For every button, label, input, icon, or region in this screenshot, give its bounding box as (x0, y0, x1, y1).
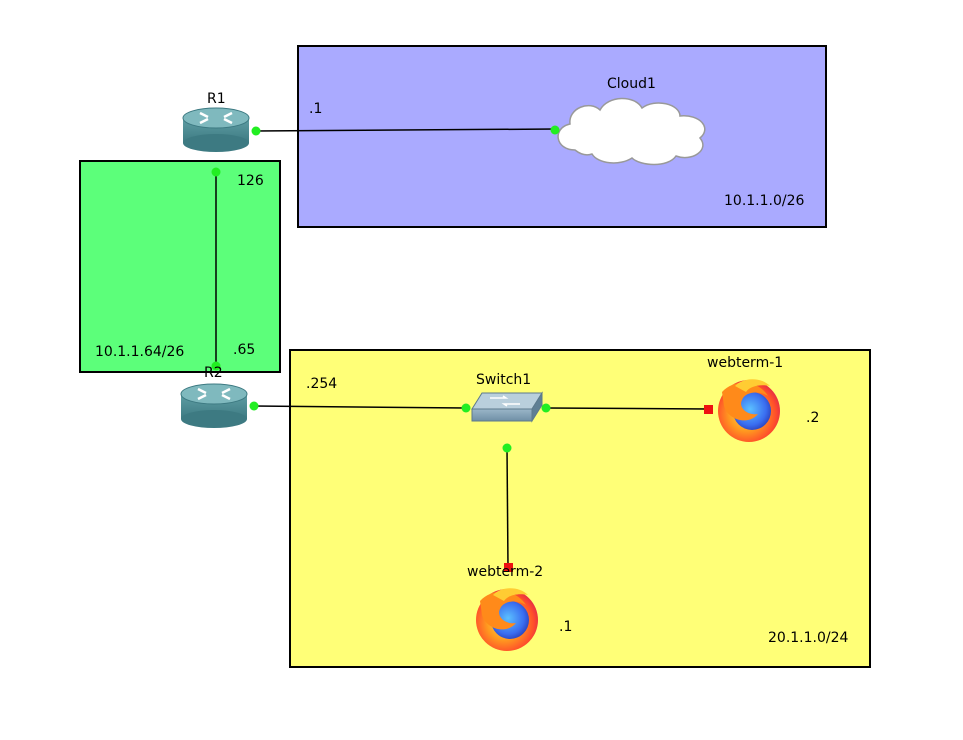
link-switch1-webterm1[interactable] (545, 407, 709, 410)
address-webterm1: .2 (806, 410, 820, 426)
zone-green-subnet (79, 160, 281, 373)
switch-icon (471, 391, 543, 423)
node-label-switch1: Switch1 (476, 372, 532, 388)
link-r1-cloud1[interactable] (254, 128, 557, 132)
router-icon (180, 383, 248, 428)
node-label-r2: R2 (204, 365, 223, 381)
node-label-r1: R1 (207, 91, 226, 107)
node-label-cloud1: Cloud1 (607, 76, 656, 92)
node-label-webterm1: webterm-1 (707, 355, 784, 371)
link-endpoint-up (211, 361, 221, 371)
cloud-cloud1[interactable] (557, 97, 706, 166)
address-webterm2: .1 (559, 619, 573, 635)
address-r2-switch: .254 (306, 376, 338, 392)
subnet-label-green: 10.1.1.64/26 (95, 344, 185, 360)
link-endpoint-up (249, 401, 259, 411)
link-endpoint-down (504, 563, 513, 572)
link-endpoint-up (461, 403, 471, 413)
link-endpoint-down (704, 405, 713, 414)
cloud-icon (557, 97, 706, 166)
link-r2-switch1[interactable] (253, 405, 467, 409)
address-r1-cloud: .1 (309, 101, 323, 117)
link-switch1-webterm2[interactable] (506, 447, 509, 568)
link-endpoint-up (541, 403, 551, 413)
link-endpoint-up (251, 126, 261, 136)
router-icon (182, 107, 250, 152)
router-r1[interactable] (182, 107, 250, 152)
router-r2[interactable] (180, 383, 248, 428)
subnet-label-yellow: 20.1.1.0/24 (768, 630, 849, 646)
switch-switch1[interactable] (471, 391, 543, 423)
webterm-webterm1[interactable] (718, 379, 780, 442)
link-endpoint-up (550, 125, 560, 135)
link-endpoint-up (502, 443, 512, 453)
address-r2-r1: .65 (233, 342, 256, 358)
firefox-icon (718, 379, 780, 442)
firefox-icon (476, 588, 538, 651)
node-label-webterm2: webterm-2 (467, 564, 544, 580)
webterm-webterm2[interactable] (476, 588, 538, 651)
address-r1-r2: 126 (237, 173, 264, 189)
link-endpoint-up (211, 167, 221, 177)
subnet-label-blue: 10.1.1.0/26 (724, 193, 805, 209)
